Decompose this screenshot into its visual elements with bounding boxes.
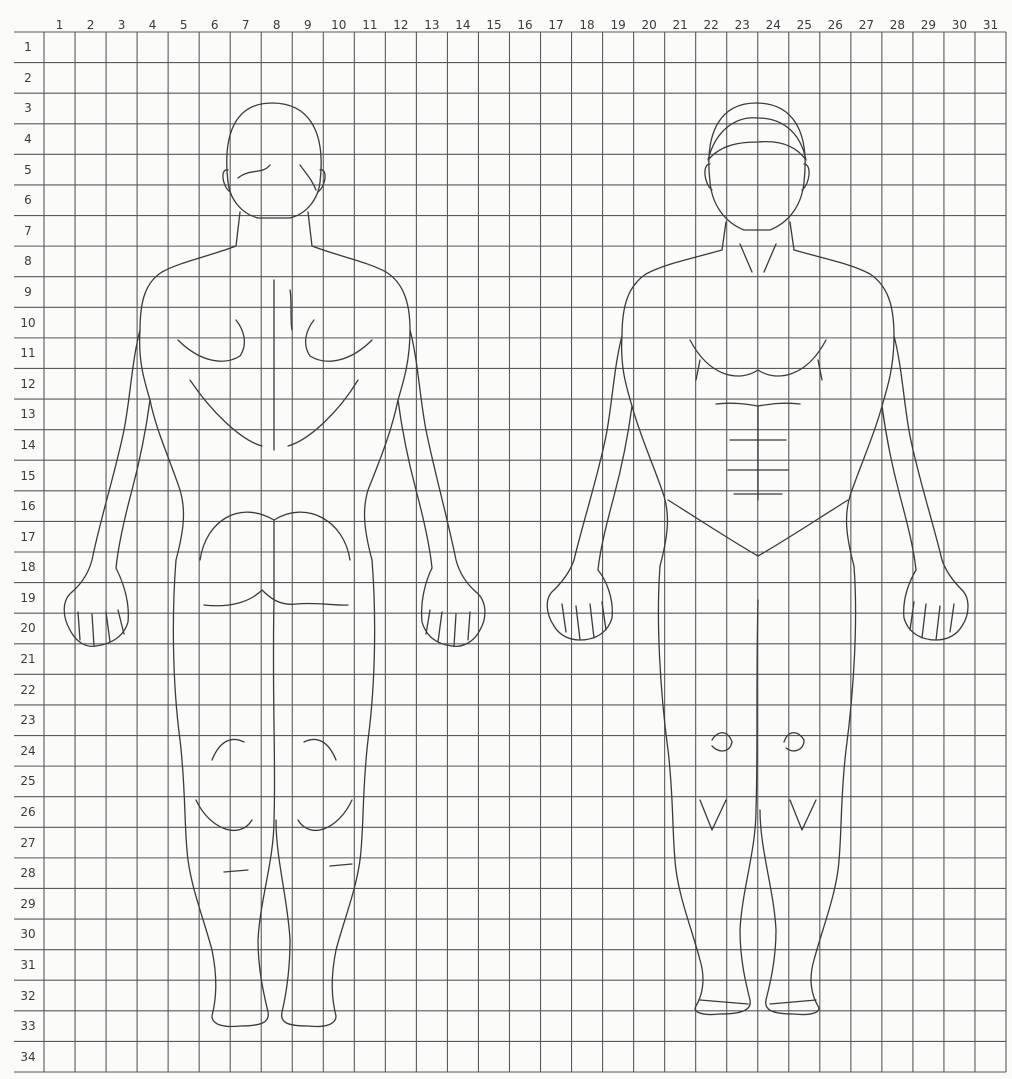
front-right-hand (904, 570, 968, 640)
front-pelvis (668, 500, 848, 556)
front-shins (700, 800, 816, 830)
front-right-arm (882, 336, 962, 590)
back-left-leg (173, 560, 274, 1027)
back-glutes (200, 512, 350, 606)
front-abs (716, 403, 800, 500)
front-hair (708, 118, 806, 160)
front-head (709, 103, 805, 230)
front-knees (712, 733, 804, 751)
front-left-arm (554, 336, 632, 590)
back-neck (236, 212, 312, 246)
back-right-hand (422, 568, 485, 646)
back-torso-outline (140, 246, 410, 560)
back-view-figure (64, 103, 485, 1027)
back-right-leg (276, 560, 375, 1027)
front-left-leg (658, 566, 758, 1015)
back-left-hand (64, 568, 128, 646)
back-hairline (238, 165, 316, 190)
back-left-scapula (178, 320, 244, 361)
back-right-scapula (306, 320, 372, 361)
front-view-figure (547, 103, 968, 1015)
back-head (227, 103, 321, 218)
front-left-hand (547, 570, 612, 640)
front-right-leg (760, 566, 856, 1015)
back-right-arm (398, 330, 476, 592)
front-feet (700, 1000, 816, 1004)
back-left-arm (72, 330, 150, 592)
front-chest (690, 340, 826, 380)
back-spine (274, 280, 292, 450)
